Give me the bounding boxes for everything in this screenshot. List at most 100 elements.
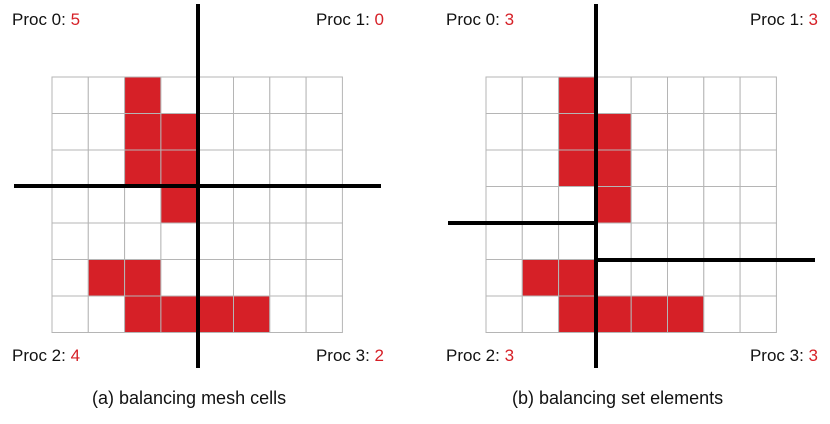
mesh-cell <box>558 186 596 224</box>
filled-cell <box>521 259 560 297</box>
mesh-cell <box>703 76 741 114</box>
panel-b-proc-2-label: Proc 2: 3 <box>446 346 514 366</box>
panel-a-proc-2-name: Proc 2: <box>12 346 66 365</box>
panel-b-caption: (b) balancing set elements <box>512 388 724 408</box>
filled-cell <box>233 295 271 333</box>
mesh-cell <box>160 76 198 114</box>
panel-b-proc-0-name: Proc 0: <box>446 10 500 29</box>
panel-a-proc-3-label: Proc 3: 2 <box>316 346 384 366</box>
mesh-cell <box>269 295 307 333</box>
mesh-cell <box>739 259 777 297</box>
panel-a-proc-0-name: Proc 0: <box>12 10 66 29</box>
mesh-cell <box>51 113 89 151</box>
mesh-cell <box>521 222 560 260</box>
filled-cell <box>196 295 234 333</box>
panel-b-proc-1-label: Proc 1: 3 <box>750 10 818 30</box>
filled-cell <box>124 149 162 187</box>
filled-cell <box>558 113 596 151</box>
mesh-cell <box>485 295 523 333</box>
mesh-cell <box>630 259 669 297</box>
mesh-cell <box>703 186 741 224</box>
mesh-cell <box>305 149 343 187</box>
mesh-cell <box>630 222 669 260</box>
mesh-cell <box>51 222 89 260</box>
mesh-cell <box>124 222 162 260</box>
mesh-cell <box>521 76 560 114</box>
mesh-cell <box>305 259 343 297</box>
mesh-cell <box>196 222 234 260</box>
panel-a-proc-0-count: 5 <box>70 10 81 29</box>
mesh-cell <box>703 259 741 297</box>
mesh-cell <box>667 113 705 151</box>
mesh-cell <box>305 295 343 333</box>
mesh-cell <box>739 113 777 151</box>
mesh-cell <box>51 186 89 224</box>
filled-cell <box>558 259 596 297</box>
mesh-cell <box>51 295 89 333</box>
panel-b-proc-3-name: Proc 3: <box>749 346 804 365</box>
mesh-cell <box>87 222 126 260</box>
mesh-cell <box>667 186 705 224</box>
mesh-cell <box>87 113 126 151</box>
mesh-cell <box>160 259 198 297</box>
panel-b-proc-2-count: 3 <box>504 346 515 365</box>
mesh-cell <box>521 186 560 224</box>
mesh-cell <box>558 222 596 260</box>
mesh-cell <box>269 113 307 151</box>
mesh-cell <box>124 186 162 224</box>
mesh-cell <box>51 259 89 297</box>
filled-cell <box>594 295 632 333</box>
panel-a-proc-3-name: Proc 3: <box>315 346 370 365</box>
mesh-cell <box>703 222 741 260</box>
filled-cell <box>160 295 198 333</box>
mesh-cell <box>196 259 234 297</box>
filled-cell <box>160 186 198 224</box>
panel-a-mesh <box>51 76 343 333</box>
mesh-cell <box>233 113 271 151</box>
filled-cell <box>630 295 669 333</box>
mesh-cell <box>630 186 669 224</box>
panel-a-proc-1-count: 0 <box>374 10 384 29</box>
filled-cell <box>558 295 596 333</box>
mesh-cell <box>594 222 632 260</box>
filled-cell <box>594 186 632 224</box>
panel-b-mesh <box>485 76 777 333</box>
mesh-cell <box>485 222 523 260</box>
mesh-cell <box>233 222 271 260</box>
mesh-cell <box>160 222 198 260</box>
mesh-cell <box>703 149 741 187</box>
mesh-cell <box>630 149 669 187</box>
panel-a-proc-0-label: Proc 0: 5 <box>12 10 80 30</box>
filled-cell <box>558 76 596 114</box>
mesh-cell <box>269 259 307 297</box>
mesh-cell <box>196 113 234 151</box>
filled-cell <box>124 76 162 114</box>
panel-b-proc-3-label: Proc 3: 3 <box>750 346 818 366</box>
mesh-cell <box>485 113 523 151</box>
filled-cell <box>667 295 705 333</box>
filled-cell <box>558 149 596 187</box>
mesh-cell <box>196 186 234 224</box>
mesh-cell <box>233 259 271 297</box>
mesh-cell <box>739 295 777 333</box>
mesh-cell <box>87 76 126 114</box>
mesh-cell <box>667 76 705 114</box>
mesh-cell <box>521 149 560 187</box>
mesh-cell <box>305 222 343 260</box>
filled-cell <box>160 149 198 187</box>
mesh-cell <box>521 113 560 151</box>
filled-cell <box>87 259 126 297</box>
panel-a-proc-2-count: 4 <box>70 346 81 365</box>
mesh-cell <box>87 295 126 333</box>
filled-cell <box>124 113 162 151</box>
mesh-cell <box>667 222 705 260</box>
mesh-cell <box>594 76 632 114</box>
mesh-cell <box>51 149 89 187</box>
mesh-cell <box>233 76 271 114</box>
mesh-cell <box>739 76 777 114</box>
filled-cell <box>594 113 632 151</box>
panel-b-proc-0-count: 3 <box>504 10 515 29</box>
mesh-cell <box>305 186 343 224</box>
panel-a-proc-2-label: Proc 2: 4 <box>12 346 80 366</box>
mesh-cell <box>739 149 777 187</box>
